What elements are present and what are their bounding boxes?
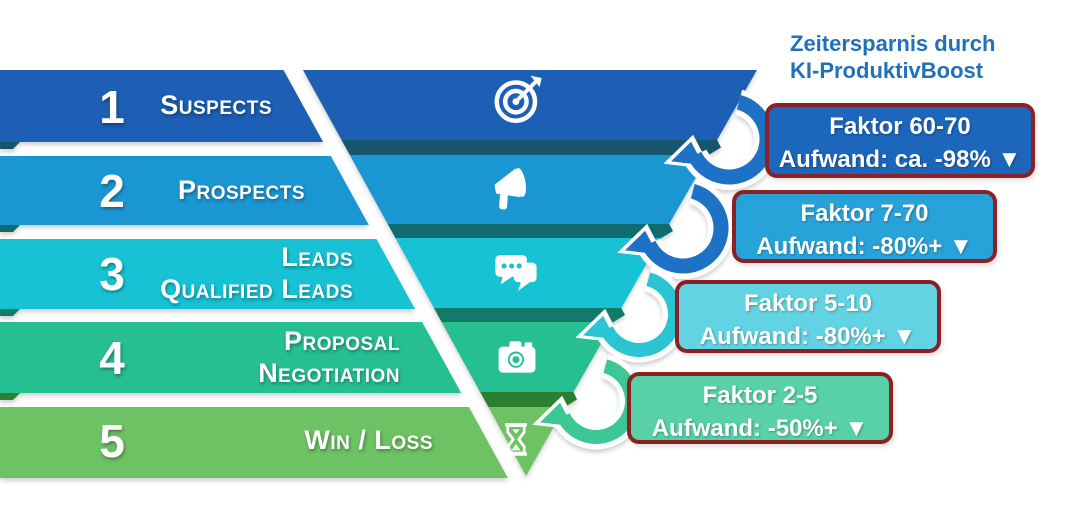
stage-bar-5 [0, 407, 508, 478]
callout-effort: Aufwand: -80%+ ▼ [699, 323, 917, 350]
chat-icon [490, 248, 542, 305]
target-icon [490, 74, 544, 133]
funnel-divider-band-2 [387, 224, 673, 238]
stage-number-3: 3 [99, 248, 125, 300]
flow-arrow-3 [575, 267, 688, 363]
funnel-divider-band-1 [341, 140, 721, 155]
bar-shadow-sliver-4 [0, 393, 20, 400]
stage-label-proposal: Proposal Negotiation [258, 326, 400, 390]
stage-bar-4 [0, 322, 462, 393]
stage-label-line: Win / Loss [304, 425, 433, 456]
stage-bar-3 [0, 239, 415, 309]
funnel-divider-band-3 [433, 308, 625, 322]
chart-title: Zeitersparnis durch KI-ProduktivBoost [790, 30, 995, 84]
stage-label-prospects: Prospects [178, 175, 305, 207]
megaphone-icon [484, 161, 538, 220]
stage-label-line: Proposal [284, 326, 400, 357]
stage-label-line: Negotiation [258, 358, 400, 388]
stage-label-line: Prospects [177, 175, 305, 206]
stage-label-leads: Leads Qualified Leads [160, 242, 353, 306]
callout-effort: Aufwand: ca. -98% ▼ [778, 146, 1022, 173]
callout-factor: Faktor 5-10 [743, 290, 873, 317]
callout-factor: Faktor 60-70 [829, 113, 971, 140]
funnel-segment-2 [349, 155, 709, 224]
chart-title-line-1: Zeitersparnis durch [790, 31, 996, 56]
funnel-divider-band-4 [480, 392, 577, 407]
stage-bar-1 [0, 70, 324, 142]
callout-effort: Aufwand: -80%+ ▼ [756, 233, 973, 260]
callout-stage-1: Faktor 60-70 Aufwand: ca. -98% ▼ [765, 103, 1035, 178]
camera-icon [491, 332, 543, 389]
stage-number-4: 4 [99, 332, 125, 384]
stage-label-suspects: Suspects [160, 90, 272, 122]
stage-label-line: Qualified Leads [160, 274, 353, 304]
bar-shadow-sliver-1 [0, 142, 20, 149]
stage-label-line: Suspects [160, 90, 272, 121]
flow-arrow-1 [663, 89, 781, 190]
callout-stage-3: Faktor 5-10 Aufwand: -80%+ ▼ [675, 280, 941, 353]
stage-label-win-loss: Win / Loss [304, 425, 433, 457]
callout-stage-4: Faktor 2-5 Aufwand: -50%+ ▼ [627, 372, 893, 444]
stage-number-1: 1 [99, 81, 125, 133]
stage-number-5: 5 [99, 415, 125, 467]
callout-effort: Aufwand: -50%+ ▼ [651, 415, 869, 442]
stage-bar-2 [0, 156, 369, 225]
funnel-segment-1 [303, 70, 757, 140]
chart-title-line-2: KI-ProduktivBoost [790, 58, 984, 83]
stage-number-2: 2 [99, 165, 125, 217]
callout-stage-2: Faktor 7-70 Aufwand: -80%+ ▼ [732, 190, 997, 263]
callout-factor: Faktor 2-5 [702, 382, 818, 409]
bar-shadow-sliver-2 [0, 225, 20, 232]
bar-shadow-sliver-3 [0, 309, 20, 316]
hourglass-icon [494, 417, 538, 466]
flow-arrow-2 [617, 178, 735, 279]
callout-factor: Faktor 7-70 [800, 200, 929, 227]
stage-label-line: Leads [281, 242, 353, 273]
flow-arrow-4 [532, 354, 645, 450]
